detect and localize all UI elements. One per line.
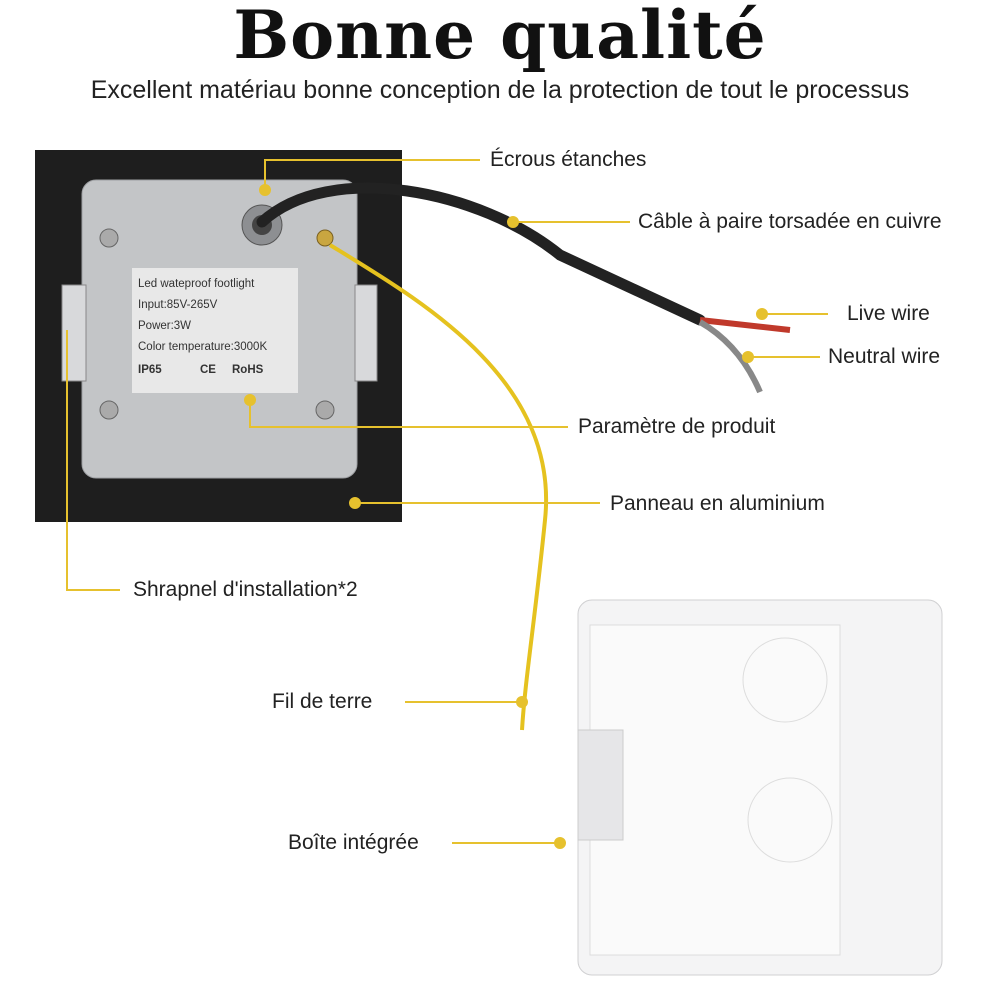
- callout-panel: Panneau en aluminium: [610, 492, 825, 515]
- junction-box: [577, 599, 943, 976]
- screw-icon: [316, 229, 334, 247]
- page-title: Bonne qualité: [233, 0, 767, 74]
- callout-live-wire: Live wire: [847, 302, 930, 325]
- callout-shrapnel: Shrapnel d'installation*2: [133, 578, 358, 601]
- sticker-line-1: Led wateproof footlight: [138, 278, 255, 290]
- callout-cable: Câble à paire torsadée en cuivre: [638, 210, 942, 233]
- screw-icon: [99, 400, 119, 420]
- callout-ground-wire: Fil de terre: [272, 690, 373, 713]
- sticker-line-4: Color temperature:3000K: [138, 341, 268, 353]
- neutral-wire: [698, 319, 763, 394]
- leader-lines: [66, 159, 828, 849]
- callout-neutral-wire: Neutral wire: [828, 345, 941, 368]
- sticker-ce-mark: CE: [200, 364, 216, 376]
- page-subtitle: Excellent matériau bonne conception de l…: [90, 76, 910, 104]
- sticker-ip-rating: IP65: [138, 364, 162, 376]
- sticker-rohs-mark: RoHS: [232, 364, 264, 376]
- black-cable: [256, 182, 706, 326]
- product-sticker: [132, 268, 298, 393]
- shrapnel-clip-right: [354, 284, 378, 382]
- screw-icon: [315, 400, 335, 420]
- callout-nuts: Écrous étanches: [490, 148, 647, 171]
- sticker-line-2: Input:85V-265V: [138, 299, 218, 311]
- callout-box: Boîte intégrée: [288, 831, 419, 854]
- live-wire: [699, 317, 791, 333]
- sticker-line-3: Power:3W: [138, 320, 192, 332]
- screw-icon: [99, 228, 119, 248]
- shrapnel-clip-left: [61, 284, 87, 382]
- callout-params: Paramètre de produit: [578, 415, 776, 438]
- ground-wire: [328, 243, 549, 731]
